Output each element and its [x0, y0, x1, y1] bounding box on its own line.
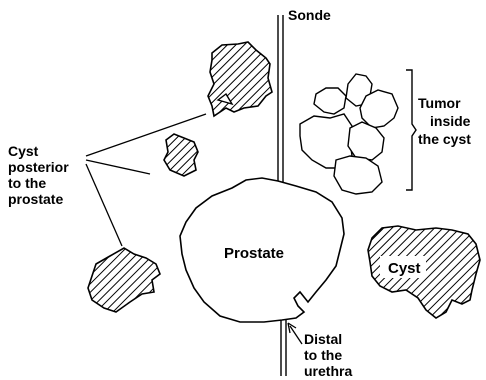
- tumor-label-line-1: Tumor: [418, 95, 461, 111]
- distal-line-1: Distal: [304, 331, 342, 347]
- tumor-label: Tumor inside the cyst: [418, 95, 471, 147]
- cyst-posterior-line-4: prostate: [8, 191, 63, 207]
- cyst-posterior-line-2: posterior: [8, 159, 69, 175]
- cyst-posterior-line-3: to the: [8, 175, 46, 191]
- sonde-label: Sonde: [288, 7, 331, 23]
- tumor-label-line-2: inside: [430, 113, 471, 129]
- tumor-bracket: [406, 70, 416, 190]
- distal-line-2: to the: [304, 347, 342, 363]
- distal-label: Distal to the urethra: [304, 331, 352, 379]
- cyst-fragment-top: [208, 42, 272, 116]
- cyst-fragment-middle: [164, 134, 198, 176]
- prostate-label: Prostate: [224, 245, 284, 262]
- tumor-label-line-3: the cyst: [418, 131, 471, 147]
- distal-arrow: [288, 323, 302, 344]
- distal-line-3: urethra: [304, 363, 352, 379]
- cyst-posterior-line-1: Cyst: [8, 143, 39, 159]
- tumor-cluster: [300, 74, 398, 194]
- cyst-posterior-label: Cyst posterior to the prostate: [8, 143, 69, 207]
- cyst-label: Cyst: [388, 260, 421, 277]
- cyst-fragment-bottom: [88, 248, 160, 312]
